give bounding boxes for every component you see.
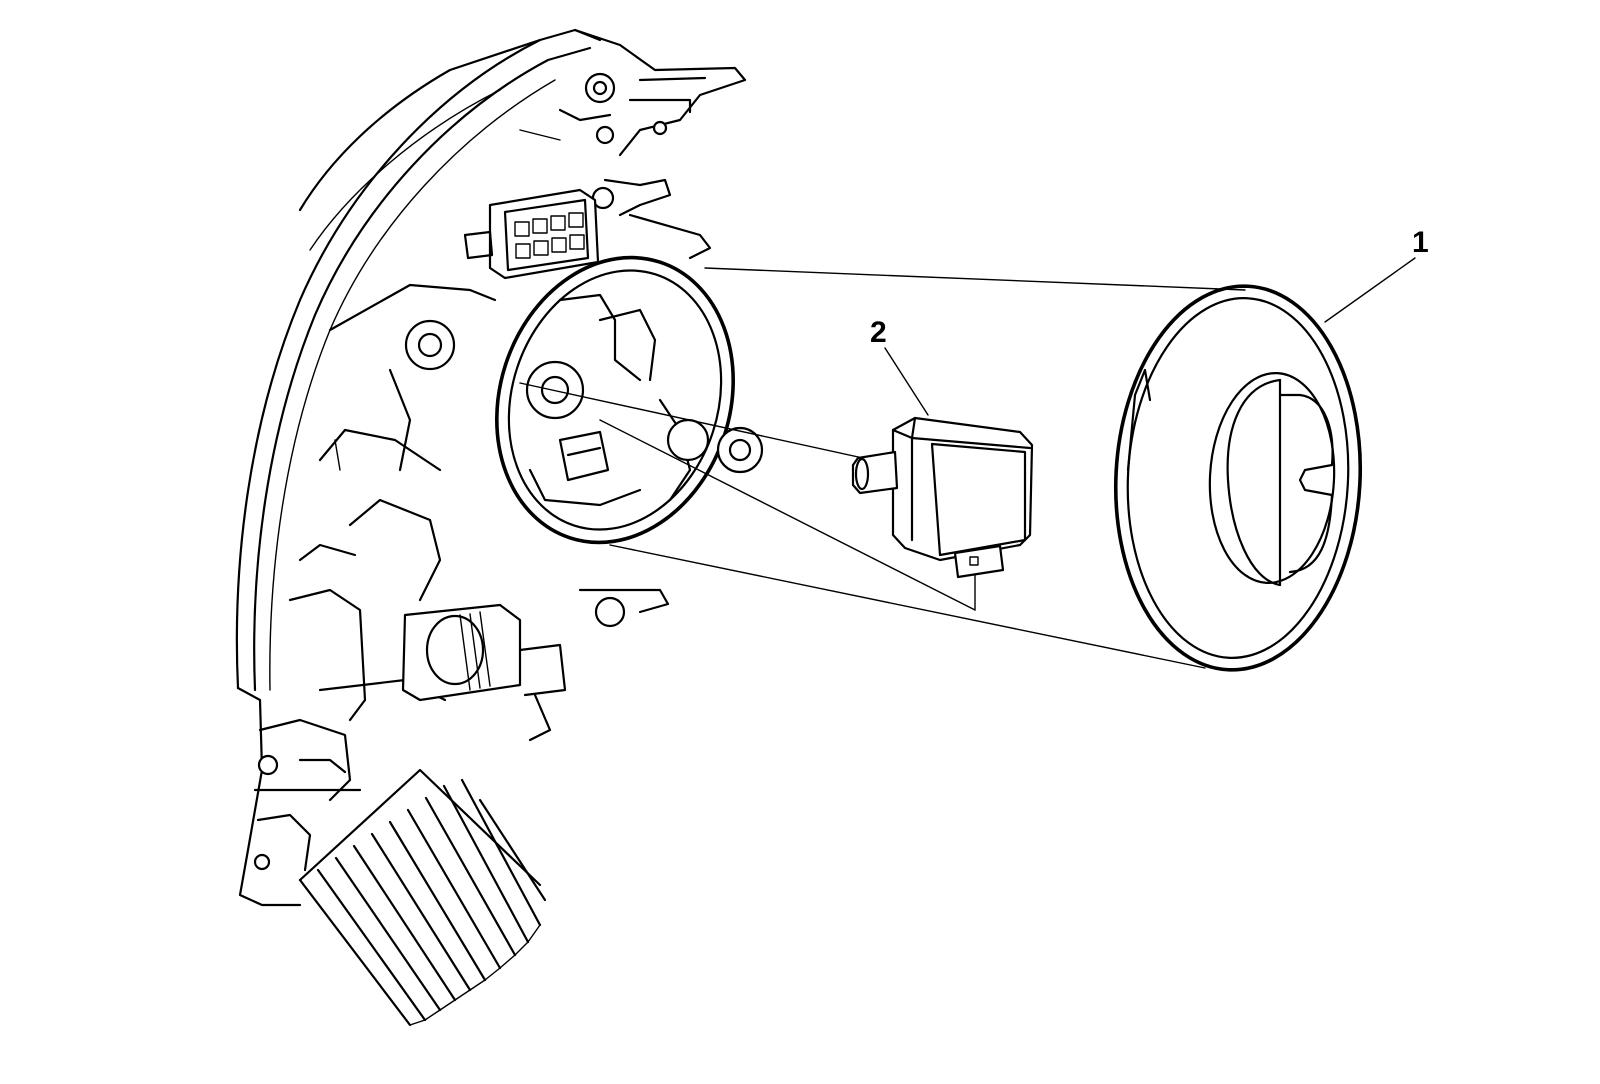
callout-1-label: 1 bbox=[1412, 226, 1429, 259]
callout-1: 1 bbox=[1324, 226, 1429, 323]
heat-sink-fins bbox=[298, 768, 547, 1027]
callout-2: 2 bbox=[870, 316, 929, 416]
led-driver-module bbox=[851, 416, 1034, 579]
headlamp-housing bbox=[235, 28, 747, 907]
exploded-view-lines bbox=[519, 267, 1246, 669]
bulb-opening-ring bbox=[495, 255, 764, 545]
callout-2-label: 2 bbox=[870, 316, 887, 349]
headlamp-dust-cover bbox=[1113, 284, 1363, 672]
